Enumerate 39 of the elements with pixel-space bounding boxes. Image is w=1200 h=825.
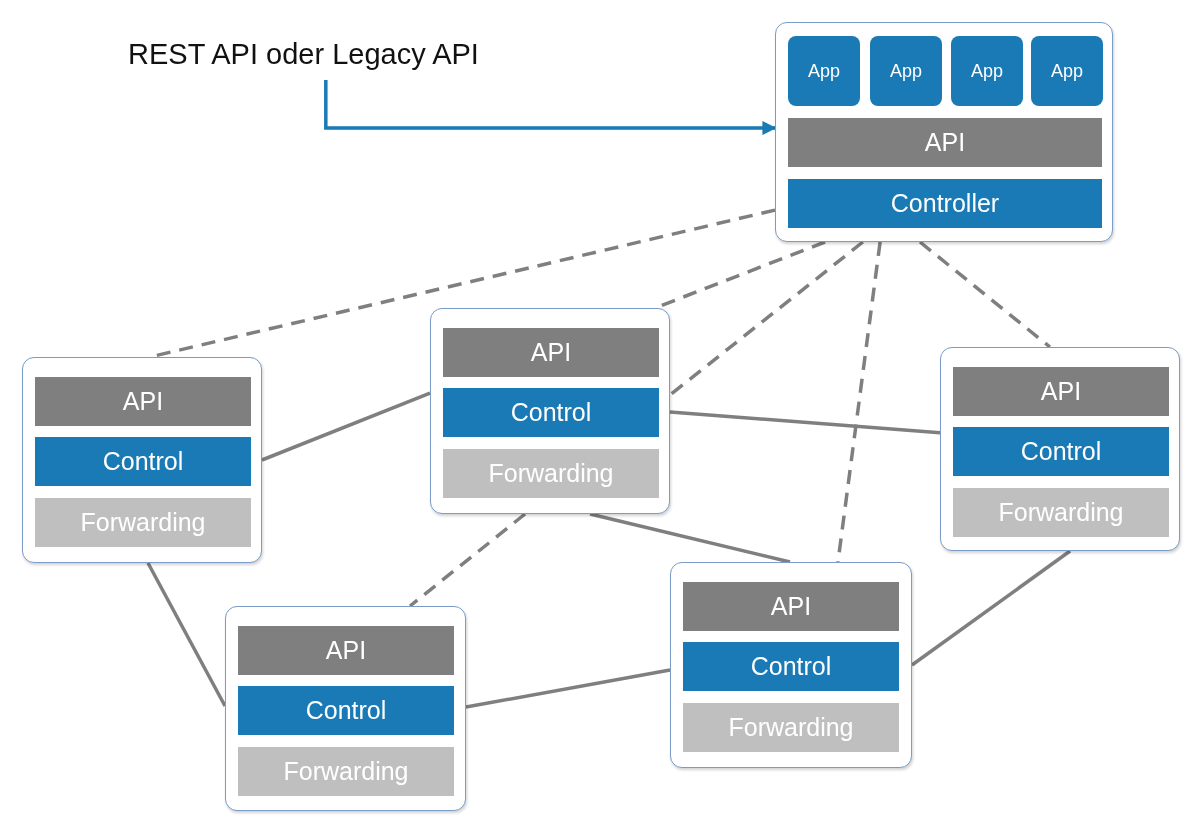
switch-box — [430, 308, 670, 514]
connector-line — [589, 512, 791, 564]
layer-bar: Control — [683, 642, 899, 691]
connector-line — [409, 512, 527, 608]
connector-line — [465, 668, 671, 709]
layer-bar: API — [788, 118, 1102, 167]
layer-bar: Control — [443, 388, 659, 437]
layer-bar: Forwarding — [443, 449, 659, 498]
layer-bar: API — [443, 328, 659, 377]
layer-bar: Control — [953, 427, 1169, 476]
connector-line — [910, 549, 1072, 667]
connector-line — [918, 240, 1051, 349]
layer-bar: Forwarding — [953, 488, 1169, 537]
switch-box — [670, 562, 912, 768]
layer-bar: Forwarding — [683, 703, 899, 752]
app-tile: App — [788, 36, 860, 106]
arrow — [324, 80, 777, 136]
connector-line — [836, 241, 882, 563]
app-tile: App — [951, 36, 1023, 106]
connector-line — [668, 240, 864, 397]
layer-bar: Controller — [788, 179, 1102, 228]
layer-bar: Forwarding — [238, 747, 454, 796]
connector-line — [669, 410, 941, 435]
app-tile: App — [1031, 36, 1103, 106]
layer-bar: API — [953, 367, 1169, 416]
layer-bar: API — [238, 626, 454, 675]
api-label: REST API oder Legacy API — [128, 28, 548, 80]
layer-bar: Control — [35, 437, 251, 486]
layer-bar: API — [35, 377, 251, 426]
controller-box — [775, 22, 1113, 242]
switch-box — [940, 347, 1180, 551]
switch-box — [22, 357, 262, 563]
app-tile: App — [870, 36, 942, 106]
layer-bar: Control — [238, 686, 454, 735]
layer-bar: Forwarding — [35, 498, 251, 547]
switch-box — [225, 606, 466, 811]
connector-line — [261, 391, 431, 462]
connector-line — [146, 562, 227, 707]
layer-bar: API — [683, 582, 899, 631]
